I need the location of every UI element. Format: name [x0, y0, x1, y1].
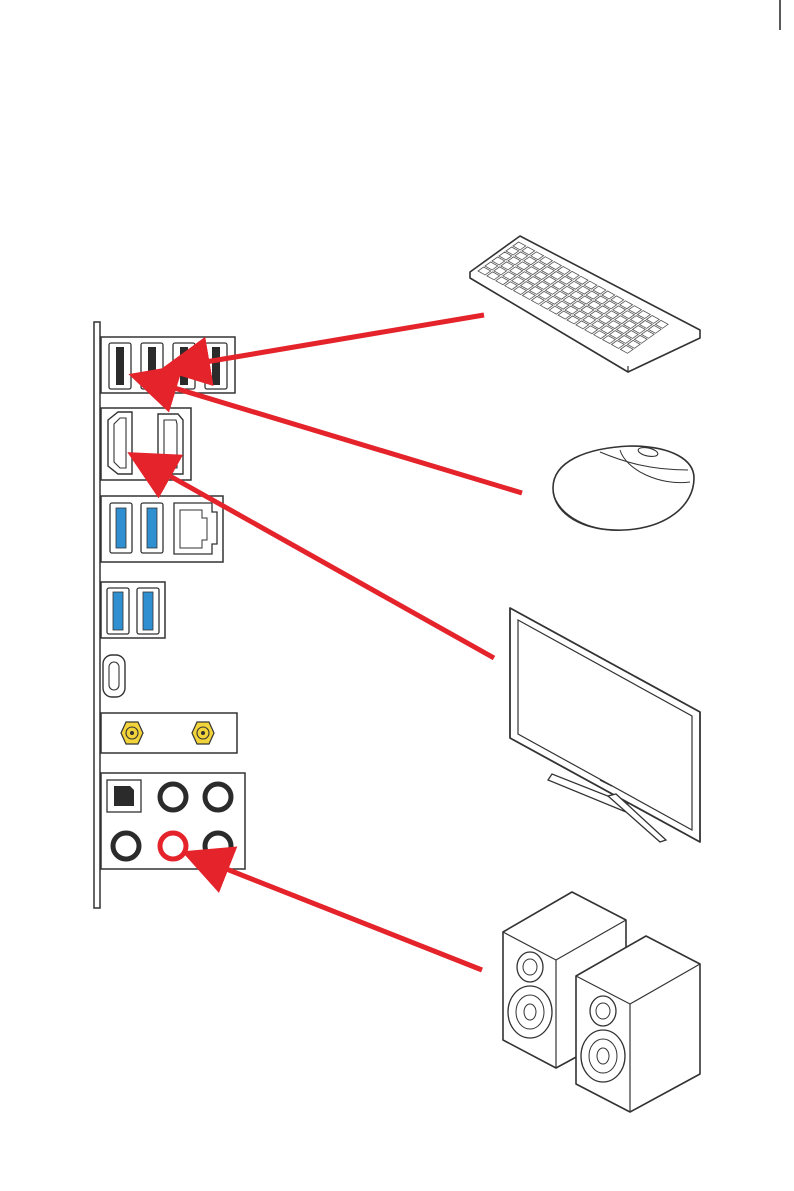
antenna-connector-2[interactable] — [192, 722, 214, 744]
usb3-port-group-2 — [101, 582, 165, 638]
monitor-icon — [510, 608, 700, 842]
arrow-mouse-to-usb — [138, 377, 522, 493]
optical-spdif-port[interactable] — [107, 780, 141, 812]
usb3-port-4[interactable] — [137, 588, 159, 634]
panel-edge — [94, 322, 100, 908]
connection-arrows — [136, 315, 522, 970]
audio-jack-2[interactable] — [205, 784, 231, 810]
lan-port[interactable] — [174, 503, 217, 554]
keyboard-icon — [470, 236, 700, 372]
usb2-port-4[interactable] — [205, 343, 227, 389]
speakers-icon — [503, 892, 700, 1112]
mouse-icon — [553, 446, 694, 530]
usb-c-port[interactable] — [103, 655, 125, 697]
audio-jack-1[interactable] — [160, 784, 186, 810]
antenna-connector-1[interactable] — [121, 722, 143, 744]
usb3-port-3[interactable] — [107, 588, 129, 634]
usb3-port-2[interactable] — [141, 503, 163, 553]
audio-line-out-jack[interactable] — [160, 833, 186, 859]
arrow-speakers-to-audio — [191, 855, 482, 970]
audio-group — [101, 773, 245, 869]
audio-jack-5[interactable] — [205, 833, 231, 859]
audio-jack-3[interactable] — [113, 833, 139, 859]
hdmi-port[interactable] — [108, 412, 132, 474]
usb2-port-1[interactable] — [109, 343, 131, 389]
io-panel — [94, 322, 245, 908]
usb3-port-1[interactable] — [110, 503, 132, 553]
antenna-group — [101, 713, 237, 753]
displayport[interactable] — [158, 414, 183, 474]
display-port-group — [101, 408, 191, 480]
usb3-lan-group — [101, 496, 223, 562]
